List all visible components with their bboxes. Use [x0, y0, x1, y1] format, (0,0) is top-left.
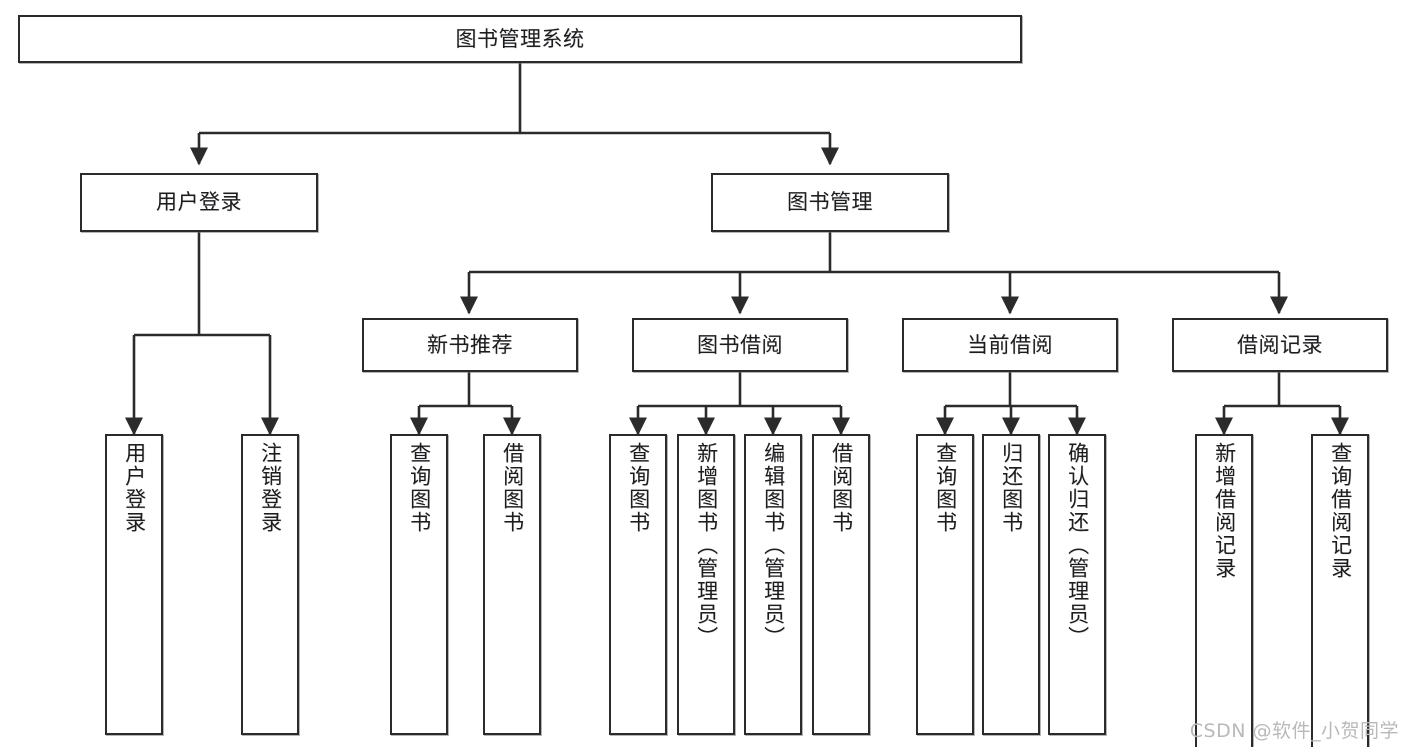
leaf-borrow-borrow-book[interactable]: 借阅图书 — [812, 434, 870, 735]
node-label: 查询图书 — [407, 442, 432, 534]
node-user-login[interactable]: 用户登录 — [80, 173, 318, 232]
leaf-borrow-add-book-admin[interactable]: 新增图书（管理员） — [677, 434, 735, 735]
node-current-borrow[interactable]: 当前借阅 — [902, 318, 1118, 372]
leaf-user-login-signout[interactable]: 注销登录 — [241, 434, 299, 735]
node-label: 确认归还（管理员） — [1065, 442, 1090, 649]
node-label: 用户登录 — [122, 442, 147, 534]
node-label: 查询图书 — [626, 442, 651, 534]
node-label: 注销登录 — [258, 442, 283, 534]
node-label: 新增图书（管理员） — [694, 442, 719, 649]
leaf-record-query-record[interactable]: 查询借阅记录 — [1311, 434, 1369, 747]
node-label: 借阅图书 — [500, 442, 525, 534]
leaf-borrow-edit-book-admin[interactable]: 编辑图书（管理员） — [744, 434, 802, 735]
node-label: 图书管理 — [787, 190, 873, 215]
node-label: 借阅记录 — [1237, 332, 1323, 357]
node-label: 归还图书 — [999, 442, 1024, 534]
leaf-current-query-book[interactable]: 查询图书 — [916, 434, 974, 735]
node-label: 当前借阅 — [967, 332, 1053, 357]
leaf-recommend-query-book[interactable]: 查询图书 — [390, 434, 448, 735]
node-new-book-recommend[interactable]: 新书推荐 — [362, 318, 578, 372]
node-label: 新增借阅记录 — [1212, 442, 1237, 580]
node-label: 查询图书 — [933, 442, 958, 534]
leaf-borrow-query-book[interactable]: 查询图书 — [609, 434, 667, 735]
leaf-current-confirm-return-admin[interactable]: 确认归还（管理员） — [1048, 434, 1106, 735]
node-label: 新书推荐 — [427, 332, 513, 357]
node-root-system[interactable]: 图书管理系统 — [18, 15, 1022, 63]
node-book-management[interactable]: 图书管理 — [711, 173, 949, 232]
watermark-text: CSDN @软件_小贺同学 — [1189, 720, 1399, 742]
leaf-current-return-book[interactable]: 归还图书 — [982, 434, 1040, 735]
node-label: 查询借阅记录 — [1328, 442, 1353, 580]
node-book-borrow[interactable]: 图书借阅 — [632, 318, 848, 372]
node-label: 借阅图书 — [829, 442, 854, 534]
node-label: 图书管理系统 — [455, 26, 585, 51]
leaf-user-login-signin[interactable]: 用户登录 — [105, 434, 163, 735]
node-borrow-record[interactable]: 借阅记录 — [1172, 318, 1388, 372]
leaf-record-add-record[interactable]: 新增借阅记录 — [1195, 434, 1253, 747]
node-label: 用户登录 — [156, 190, 242, 215]
leaf-recommend-borrow-book[interactable]: 借阅图书 — [483, 434, 541, 735]
node-label: 图书借阅 — [697, 332, 783, 357]
node-label: 编辑图书（管理员） — [761, 442, 786, 649]
